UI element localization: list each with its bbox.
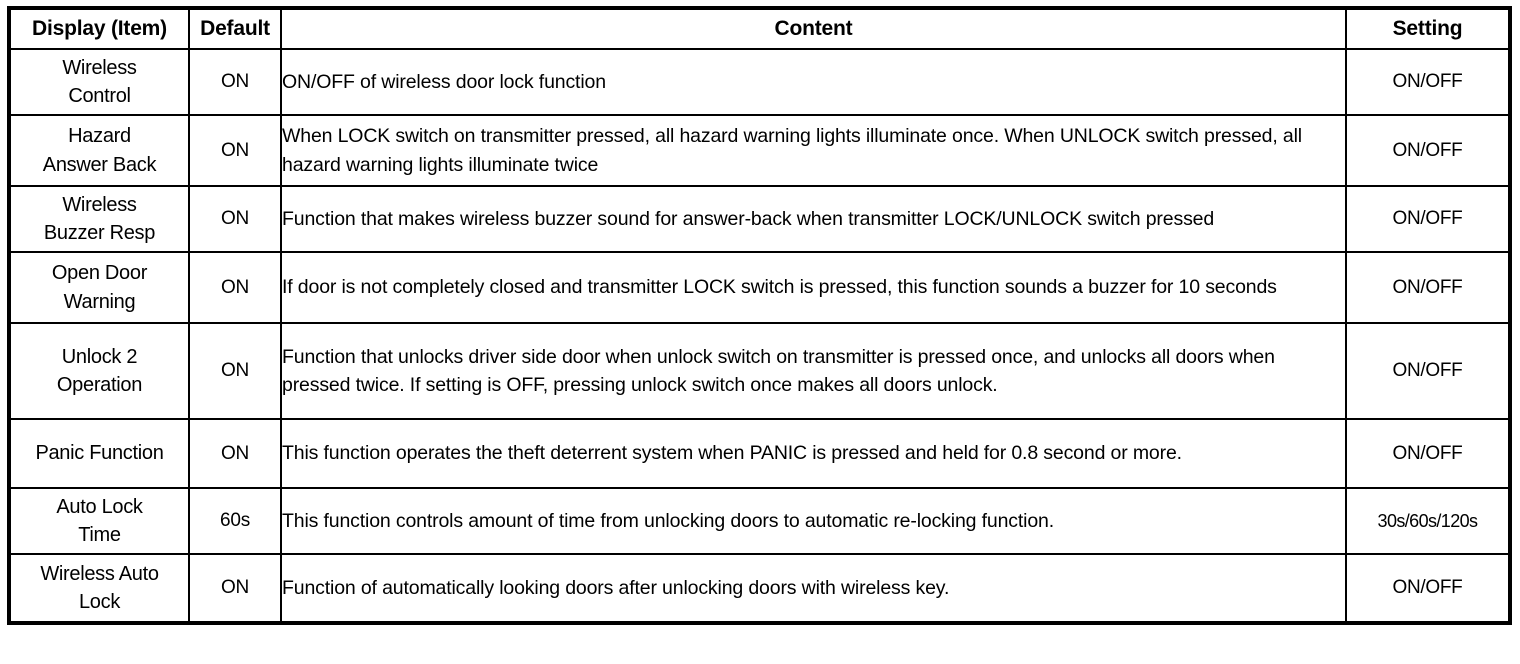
cell-content: ON/OFF of wireless door lock function (280, 48, 1347, 116)
cell-content: Function that makes wireless buzzer soun… (280, 185, 1347, 253)
wireless-door-lock-settings-table: Display (Item) Default Content Setting W… (7, 6, 1512, 625)
cell-display-item: Hazard Answer Back (8, 114, 190, 187)
column-header-content: Content (280, 7, 1347, 50)
cell-display-item: Wireless Control (8, 48, 190, 116)
table-row: Panic Function ON This function operates… (8, 418, 1511, 489)
table-body: Wireless Control ON ON/OFF of wireless d… (8, 48, 1511, 624)
cell-default: ON (188, 48, 282, 116)
item-label-line-1: Panic Function (35, 442, 164, 465)
column-header-display-item: Display (Item) (8, 7, 190, 50)
cell-default: 60s (188, 487, 282, 555)
item-label-line-2: Buzzer Resp (43, 222, 156, 244)
item-label-line-1: Auto Lock (56, 495, 143, 518)
cell-content: Function that unlocks driver side door w… (280, 322, 1347, 420)
item-label-line-1: Open Door (51, 262, 148, 285)
cell-display-item: Panic Function (8, 418, 190, 489)
cell-display-item: Open Door Warning (8, 251, 190, 324)
cell-setting: ON/OFF (1345, 48, 1511, 116)
cell-default: ON (188, 418, 282, 489)
cell-content: Function of automatically looking doors … (280, 553, 1347, 624)
item-label-line-1: Hazard (68, 125, 131, 148)
table-row: Open Door Warning ON If door is not comp… (8, 251, 1511, 324)
item-label-line-2: Operation (56, 374, 143, 396)
cell-setting: ON/OFF (1345, 185, 1511, 253)
cell-setting: ON/OFF (1345, 418, 1511, 489)
table-row: Unlock 2 Operation ON Function that unlo… (8, 322, 1511, 420)
item-label-line-1: Unlock 2 (61, 345, 138, 368)
cell-default: ON (188, 185, 282, 253)
item-label-line-1: Wireless Auto (40, 562, 159, 585)
cell-display-item: Wireless Auto Lock (8, 553, 190, 624)
cell-content: This function operates the theft deterre… (280, 418, 1347, 489)
cell-content: This function controls amount of time fr… (280, 487, 1347, 555)
table-header-row: Display (Item) Default Content Setting (8, 7, 1511, 50)
column-header-setting: Setting (1345, 7, 1511, 50)
table-row: Wireless Auto Lock ON Function of automa… (8, 553, 1511, 624)
cell-setting: 30s/60s/120s (1345, 487, 1511, 555)
cell-default: ON (188, 553, 282, 624)
cell-default: ON (188, 251, 282, 324)
cell-display-item: Wireless Buzzer Resp (8, 185, 190, 253)
table-row: Auto Lock Time 60s This function control… (8, 487, 1511, 555)
item-label-line-1: Wireless (62, 56, 137, 79)
cell-default: ON (188, 114, 282, 187)
table-row: Hazard Answer Back ON When LOCK switch o… (8, 114, 1511, 187)
item-label-line-2: Answer Back (42, 153, 157, 176)
cell-display-item: Auto Lock Time (8, 487, 190, 555)
item-label-line-2: Lock (78, 591, 121, 613)
item-label-line-2: Time (78, 524, 121, 546)
item-label-line-2: Warning (63, 290, 136, 313)
item-label-line-2: Control (68, 85, 131, 107)
column-header-default: Default (188, 7, 282, 50)
item-label-line-1: Wireless (62, 193, 137, 216)
cell-display-item: Unlock 2 Operation (8, 322, 190, 420)
table-row: Wireless Buzzer Resp ON Function that ma… (8, 185, 1511, 253)
cell-content: If door is not completely closed and tra… (280, 251, 1347, 324)
cell-setting: ON/OFF (1345, 251, 1511, 324)
cell-content: When LOCK switch on transmitter pressed,… (280, 114, 1347, 187)
table-header: Display (Item) Default Content Setting (8, 7, 1511, 50)
table-row: Wireless Control ON ON/OFF of wireless d… (8, 48, 1511, 116)
cell-setting: ON/OFF (1345, 114, 1511, 187)
cell-setting: ON/OFF (1345, 322, 1511, 420)
cell-default: ON (188, 322, 282, 420)
cell-setting: ON/OFF (1345, 553, 1511, 624)
